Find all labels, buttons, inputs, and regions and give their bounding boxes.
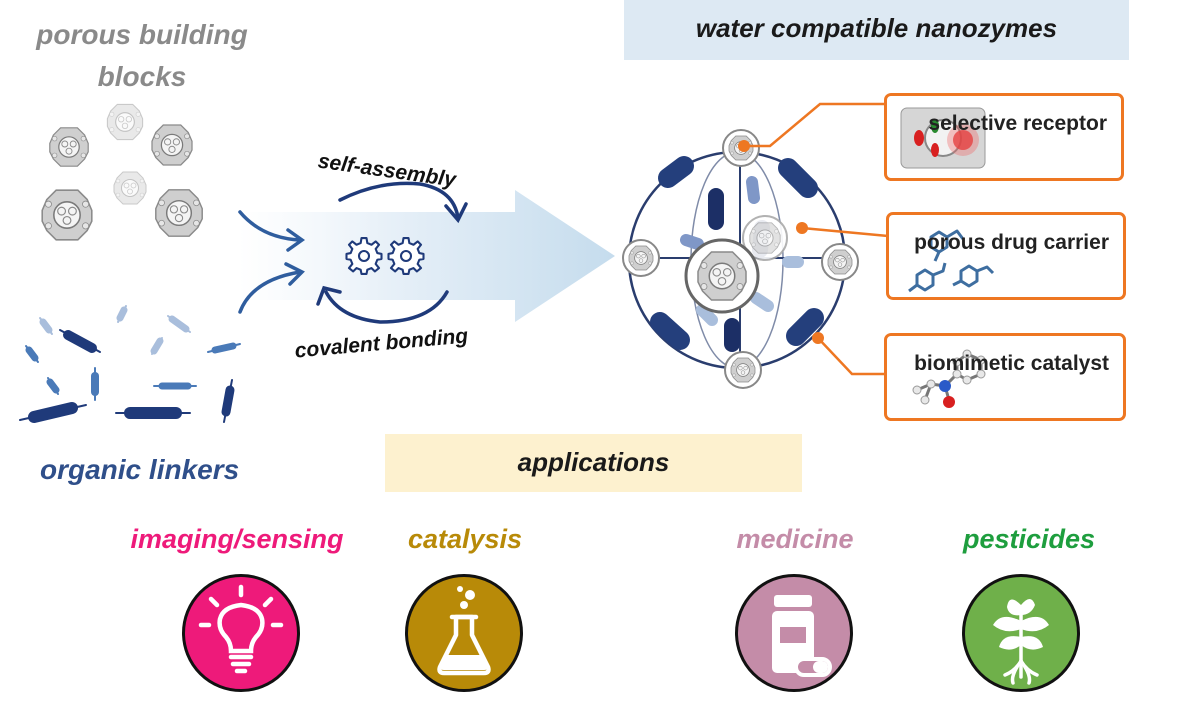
- input-arrows: [238, 210, 306, 314]
- nanozymes-title: water compatible nanozymes: [695, 13, 1058, 43]
- applications-banner: [385, 434, 802, 492]
- nanozyme-sphere: [622, 129, 859, 389]
- selective-receptor-molecule: [900, 107, 986, 169]
- app-medicine-circle: [735, 574, 853, 692]
- drug-molecule: [908, 229, 995, 293]
- covalent-bonding-label: covalent bonding: [294, 324, 469, 362]
- porous-building-blocks-label: porous building blocks: [36, 19, 248, 92]
- app-imaging-sensing-label: imaging/sensing: [130, 524, 344, 554]
- callout-label: selective receptor: [928, 112, 1107, 135]
- flask-icon: [437, 586, 491, 676]
- big-process-arrow: [238, 190, 615, 322]
- callout-selective-receptor: selective receptor: [884, 93, 1124, 181]
- app-catalysis-circle: [405, 574, 523, 692]
- organic-linkers-label: organic linkers: [40, 454, 240, 485]
- plant-icon: [993, 599, 1049, 685]
- nanozymes-banner: [624, 0, 1129, 60]
- callout-biomimetic-catalyst: biomimetic catalyst: [884, 333, 1126, 421]
- organic-linkers-cluster: [19, 305, 241, 423]
- cycle-arrows: [316, 181, 468, 324]
- pill-bottle-icon: [772, 595, 832, 677]
- app-medicine-label: medicine: [736, 524, 854, 554]
- gear-icon: [387, 237, 425, 275]
- callout-label: biomimetic catalyst: [914, 352, 1109, 375]
- porous-cages-cluster: [41, 103, 203, 241]
- app-pesticides-label: pesticides: [962, 524, 1096, 554]
- applications-title: applications: [517, 447, 670, 477]
- gear-icon: [345, 237, 383, 275]
- app-catalysis-label: catalysis: [407, 524, 523, 554]
- assembly-diagram: self-assembly covalent bonding: [19, 102, 889, 423]
- callout-connectors: [744, 102, 889, 376]
- catalyst-molecule: [912, 349, 986, 408]
- app-imaging-circle: [182, 574, 300, 692]
- lightbulb-icon: [198, 584, 284, 674]
- app-pesticides-circle: [962, 574, 1080, 692]
- callout-label: porous drug carrier: [914, 231, 1109, 254]
- callout-porous-drug-carrier: porous drug carrier: [886, 212, 1126, 300]
